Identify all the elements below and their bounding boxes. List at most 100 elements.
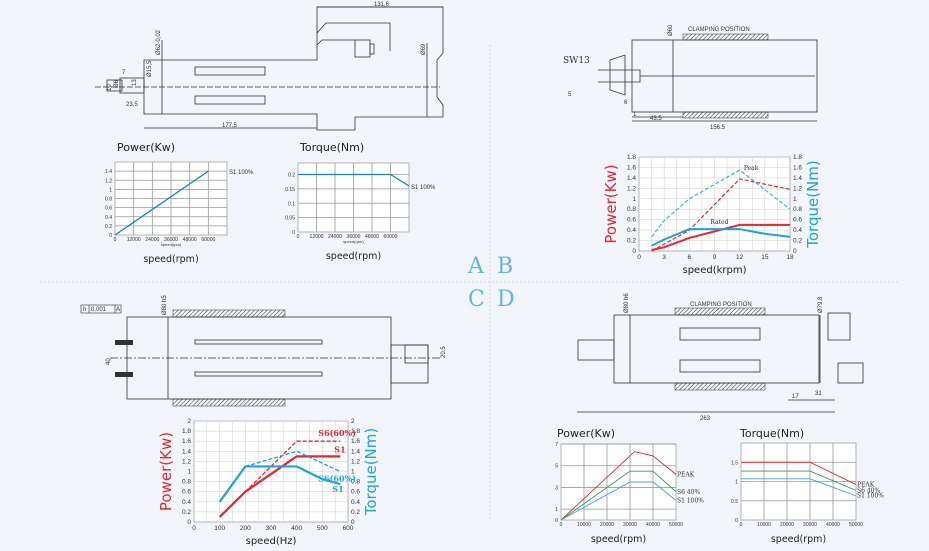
x-tick-label: 40000 [826, 522, 840, 528]
series-label: PEAK [857, 482, 875, 489]
series-line-s1-100- [114, 170, 209, 236]
y-tick-label: 0.1 [288, 201, 295, 207]
series-label: S6(60%) [318, 428, 356, 438]
x-tick-label: 36000 [347, 234, 361, 240]
x-tick-label: 12000 [127, 237, 141, 243]
svg-text:A: A [116, 307, 120, 313]
y2-tick-label: 1.4 [793, 175, 802, 182]
y-tick-label: 0 [555, 518, 558, 524]
y-tick-label: 0.15 [285, 187, 295, 193]
x-axis-label: speed(rpm) [591, 534, 646, 545]
quadrant-label-c: C [468, 287, 485, 312]
series-label: S6 40% [677, 489, 700, 496]
y-tick-label: 0.6 [182, 489, 191, 496]
y2-tick-label: 0 [793, 248, 797, 255]
dim-13: 13 [132, 79, 138, 86]
series-line-s6-40- [741, 470, 857, 491]
y-tick-label: 1.4 [105, 169, 112, 175]
y-tick-label: 1.2 [105, 178, 112, 184]
y2-tick-label: 0.8 [793, 206, 802, 213]
y2-tick-label: 1.8 [793, 154, 802, 161]
y-axis-label-power: Power(Kw) [157, 432, 175, 511]
x-axis-label: speed(rpm) [143, 254, 198, 265]
x-tick-label: 9 [713, 254, 717, 261]
dim-20-5: 20.5 [441, 346, 447, 358]
x-tick-label: 10000 [757, 522, 771, 528]
series-line-torque-rated [651, 228, 791, 247]
x-tick-label: 0 [192, 525, 196, 532]
series-line-s1-100- [560, 481, 677, 521]
dim-17: 17 [792, 394, 799, 400]
y2-tick-label: 0.2 [793, 238, 802, 245]
x-axis-sublabel: speed(rpm) [161, 242, 182, 247]
y-tick-label: 0.2 [288, 173, 295, 179]
plot-area [560, 443, 677, 521]
svg-text:h: h [83, 307, 86, 313]
dim-d69: Ø69 [421, 43, 427, 55]
x-tick-label: 400 [291, 525, 302, 532]
y2-tick-label: 0.6 [793, 217, 802, 224]
x-tick-label: 0 [637, 254, 641, 261]
y-tick-label: 0.2 [182, 509, 191, 516]
y-tick-label: 5 [555, 464, 558, 470]
drawing-b-spindle: CLAMPING POSITION SW13 Ø60 43.5 156.5 1 … [563, 24, 818, 131]
dim-156-5: 156.5 [710, 125, 726, 131]
dim-d15-5: Ø15,5 [147, 60, 153, 77]
y-tick-label: 1.2 [182, 458, 191, 465]
y-tick-label: 0 [187, 519, 191, 526]
y-tick-label: 3 [555, 485, 558, 491]
y-tick-label: 0.4 [182, 499, 191, 506]
clamping-position-label-d: CLAMPING POSITION [690, 302, 752, 308]
series-label: S1 100% [677, 497, 704, 504]
dim-5: 5 [568, 92, 572, 98]
series-label: S6 40% [857, 487, 880, 494]
y-tick-label: 2 [187, 418, 191, 425]
drawing-d-spindle: CLAMPING POSITION Ø80 h6 Ø79.8 17 31 263 [577, 293, 864, 422]
series-line-torque-peak [651, 169, 791, 238]
y-tick-label: 0.6 [105, 206, 112, 212]
series-label: PEAK [677, 471, 695, 478]
series-line-s6-60- [244, 440, 341, 493]
x-tick-label: 36000 [164, 237, 178, 243]
y-tick-label: 1.4 [182, 448, 191, 455]
y2-tick-label: 1 [351, 469, 355, 476]
dim-1: 1 [633, 112, 637, 118]
series-label: S6(60%) [318, 474, 356, 484]
y-tick-label: 1.5 [731, 460, 738, 466]
x-tick-label: 12 [736, 254, 744, 261]
y-tick-label: 7 [555, 442, 558, 448]
y-tick-label: 0.05 [285, 216, 295, 222]
x-axis-label: speed(rpm) [771, 534, 826, 545]
dim-131-6: 131,6 [374, 2, 390, 8]
dim-d60: Ø60 [668, 24, 674, 36]
series-line-power-rated [651, 223, 790, 251]
x-tick-label: 15 [761, 254, 769, 261]
x-tick-label: 3 [662, 254, 666, 261]
y-tick-label: 0 [109, 233, 112, 239]
drawing-c-spindle: h 0.001 A Ø80 h5 40 20.5 [80, 295, 447, 407]
x-axis-label: speed(krpm) [682, 265, 746, 276]
x-tick-label: 50000 [669, 522, 683, 528]
x-tick-label: 0 [297, 234, 300, 240]
y-tick-label: 1.6 [182, 438, 191, 445]
y-tick-label: 0.2 [105, 224, 112, 230]
y-tick-label: 1.2 [627, 185, 636, 192]
y2-tick-label: 1.6 [351, 438, 360, 445]
series-line-s1-100- [741, 478, 857, 497]
svg-text:0.001: 0.001 [91, 307, 107, 313]
annotation-rated: Rated [710, 219, 728, 226]
quadrant-label-b: B [497, 254, 513, 279]
chart-title: Power(Kw) [117, 141, 175, 154]
y2-tick-label: 1.6 [793, 164, 802, 171]
series-line-s6-60- [245, 450, 341, 473]
dim-d62: Ø62-0,02 [156, 29, 162, 55]
x-tick-label: 60000 [384, 234, 398, 240]
series-label: S1 [334, 444, 345, 454]
dim-d80h6: Ø80 h6 [624, 293, 630, 313]
x-tick-label: 18 [786, 254, 794, 261]
y-tick-label: 1.8 [182, 428, 191, 435]
